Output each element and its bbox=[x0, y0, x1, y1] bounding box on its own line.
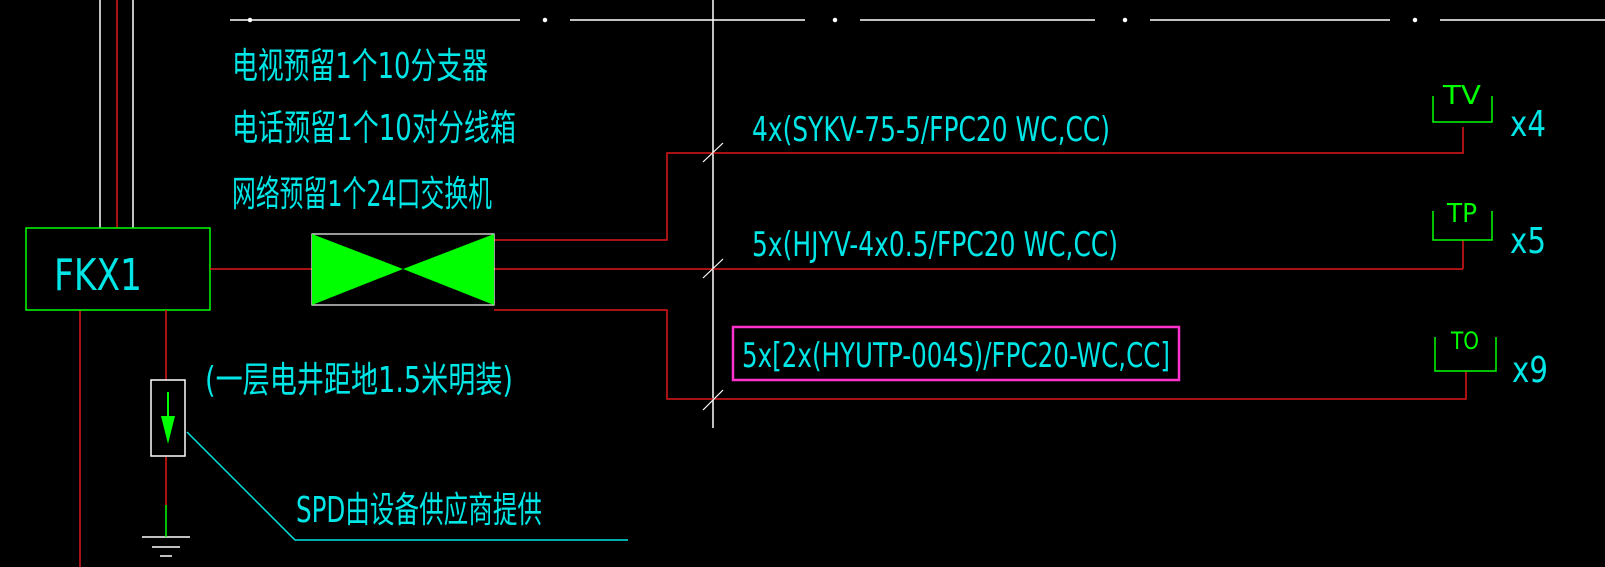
riser-lines bbox=[79, 0, 134, 567]
main-wires bbox=[165, 127, 1467, 505]
spd-note: SPD由设备供应商提供 bbox=[296, 490, 542, 531]
outlet-to-count: x9 bbox=[1512, 350, 1548, 391]
phone-note: 电话预留1个10对分线箱 bbox=[232, 108, 516, 149]
panel-label: FKX1 bbox=[54, 250, 142, 301]
outlet-to-label: TO bbox=[1450, 327, 1479, 355]
tv-note: 电视预留1个10分支器 bbox=[232, 46, 488, 87]
outlet-tp-count: x5 bbox=[1510, 221, 1546, 262]
spd-leader-line bbox=[186, 431, 628, 541]
outlet-tv-count: x4 bbox=[1510, 104, 1546, 145]
outlet-tv-label: TV bbox=[1442, 81, 1481, 111]
mount-note: (一层电井距地1.5米明装) bbox=[205, 360, 513, 401]
highlight-selection-box[interactable] bbox=[731, 325, 1181, 382]
branch-cable-tp: 5x(HJYV-4x0.5/FPC20 WC,CC) bbox=[752, 225, 1118, 265]
top-dashed-line bbox=[230, 17, 1605, 23]
branch-cable-to: 5x[2x(HYUTP-004S)/FPC20-WC,CC] bbox=[742, 336, 1170, 376]
network-note: 网络预留1个24口交换机 bbox=[232, 174, 492, 215]
outlet-tp-label: TP bbox=[1446, 199, 1477, 229]
outlet-tp-icon bbox=[1432, 211, 1493, 241]
wire-tick-marks bbox=[702, 142, 724, 411]
ground-symbol-icon bbox=[142, 536, 190, 557]
outlet-to-icon bbox=[1434, 337, 1497, 372]
surge-arrow-icon[interactable] bbox=[150, 379, 186, 457]
branch-cable-tv: 4x(SYKV-75-5/FPC20 WC,CC) bbox=[752, 110, 1110, 150]
outlet-tv-icon bbox=[1432, 96, 1493, 123]
bowtie-switch-icon[interactable] bbox=[311, 233, 495, 306]
